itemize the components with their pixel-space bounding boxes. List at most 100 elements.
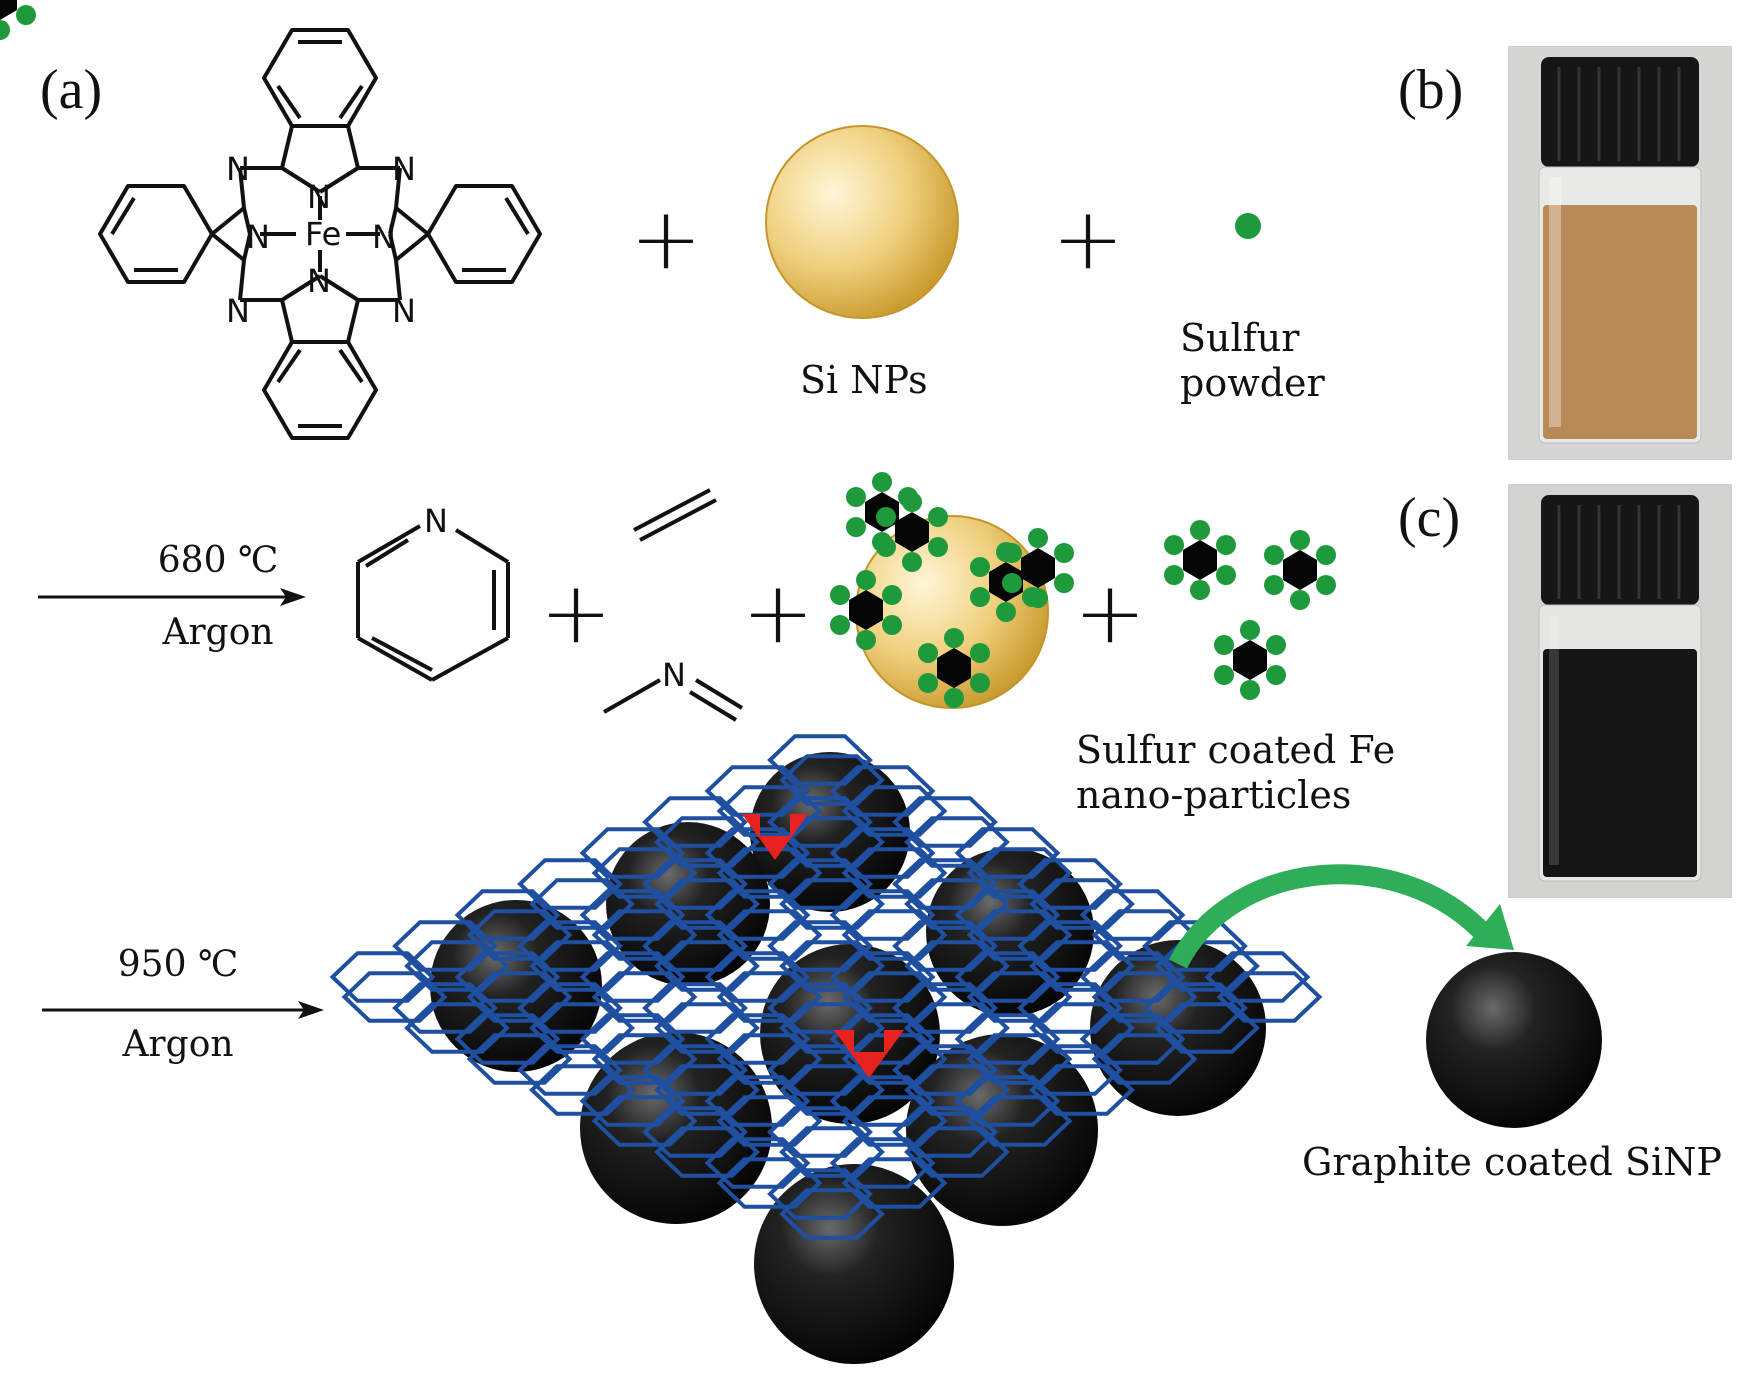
graphene-hexagon xyxy=(517,1044,623,1096)
step1-temperature: 680 ℃ xyxy=(157,540,279,581)
graphene-hexagon xyxy=(517,858,623,910)
graphene-hexagon xyxy=(1142,982,1248,1034)
graphene-hexagon xyxy=(767,858,873,910)
plus-sign: + xyxy=(1074,563,1147,663)
red-arrow-down xyxy=(742,814,808,860)
graphene-hexagon xyxy=(829,1137,936,1189)
graphene-hexagon xyxy=(591,1095,698,1147)
vial-photo-black-suspension xyxy=(1508,484,1732,898)
graphene-hexagon xyxy=(454,889,561,941)
graphene-hexagon xyxy=(1154,940,1260,992)
graphene-hexagon xyxy=(466,971,573,1023)
graphene-hexagon xyxy=(1091,971,1198,1023)
graphene-hexagon xyxy=(966,909,1073,961)
graphene-hexagon xyxy=(716,1095,823,1147)
graphene-hexagon xyxy=(829,951,936,1003)
sulfur-label: Sulfur powder xyxy=(1180,316,1325,405)
graphene-hexagon xyxy=(1154,1002,1260,1054)
graphene-hexagon xyxy=(642,796,748,848)
graphene-hexagon xyxy=(1204,951,1311,1003)
graphene-hexagon xyxy=(954,1075,1061,1127)
n-atom-label: N xyxy=(226,292,250,330)
graphene-hexagon xyxy=(767,796,873,848)
graphene-hexagon xyxy=(904,816,1010,868)
n-atom-label: N xyxy=(424,502,448,540)
graphene-hexagon xyxy=(966,971,1073,1023)
plus-sign: + xyxy=(1052,189,1125,289)
graphene-hexagon xyxy=(591,847,698,899)
graphene-hexagon xyxy=(591,1033,698,1085)
graphene-hexagon xyxy=(466,1033,573,1085)
graphene-hexagon xyxy=(716,971,823,1023)
graphite-coated-sinp-sphere xyxy=(1426,952,1602,1128)
n-atom-label: N xyxy=(392,292,416,330)
vial-photo-brown-suspension xyxy=(1508,46,1732,460)
graphene-hexagon xyxy=(654,1002,760,1054)
step2-gas: Argon xyxy=(122,1024,234,1065)
graphene-hexagon xyxy=(454,1013,561,1065)
graphene-hexagon xyxy=(579,1013,686,1065)
graphene-hexagon xyxy=(392,982,498,1034)
step1-gas: Argon xyxy=(162,612,274,653)
graphene-hexagon xyxy=(704,1137,811,1189)
graphene-hexagon xyxy=(704,1075,811,1127)
graphene-hexagon xyxy=(767,1168,873,1220)
graphene-hexagon xyxy=(1079,889,1186,941)
graphene-hexagon xyxy=(1017,920,1123,972)
graphene-hexagon xyxy=(579,1075,686,1127)
graphene-hexagon xyxy=(642,982,748,1034)
graphene-hexagon xyxy=(829,827,936,879)
graphene-hexagon xyxy=(829,1013,936,1065)
graphene-hexagon xyxy=(466,909,573,961)
graphene-hexagon xyxy=(1079,951,1186,1003)
graphene-hexagon xyxy=(841,971,948,1023)
graphene-hexagon xyxy=(642,920,748,972)
graphene-hexagon xyxy=(529,1002,635,1054)
graphene-hexagon xyxy=(591,909,698,961)
graphene-hexagon xyxy=(904,878,1010,930)
si-nps-label: Si NPs xyxy=(800,358,928,402)
graphene-hexagon xyxy=(1017,1044,1123,1096)
graphene-hexagon xyxy=(579,951,686,1003)
graphene-hexagon xyxy=(954,889,1061,941)
graphene-hexagon xyxy=(841,1033,948,1085)
graphene-hexagon xyxy=(904,1064,1010,1116)
graphene-hexagon xyxy=(704,765,811,817)
plus-sign: + xyxy=(630,189,703,289)
graphene-hexagon xyxy=(529,878,635,930)
graphene-hexagon xyxy=(892,920,998,972)
graphene-hexagon xyxy=(329,951,436,1003)
graphene-hexagon xyxy=(404,940,510,992)
graphene-hexagon xyxy=(654,1064,760,1116)
graphene-hexagon xyxy=(954,1013,1061,1065)
graphene-hexagon xyxy=(966,847,1073,899)
graphene-hexagon xyxy=(642,1044,748,1096)
graphene-hexagon xyxy=(716,785,823,837)
graphene-hexagon xyxy=(779,1064,885,1116)
graphene-hexagon xyxy=(1079,1013,1186,1065)
graphene-hexagon xyxy=(1029,940,1135,992)
graphene-hexagon xyxy=(1017,982,1123,1034)
panel-label-c: (c) xyxy=(1398,487,1461,549)
graphene-hexagon xyxy=(591,971,698,1023)
red-arrow-down xyxy=(834,1030,904,1078)
graphene-hexagon xyxy=(767,1106,873,1158)
graphene-hexagon xyxy=(654,878,760,930)
plus-sign: + xyxy=(742,563,815,663)
graphene-hexagon xyxy=(841,847,948,899)
graphene-hexagon xyxy=(704,827,811,879)
graphene-hexagon xyxy=(716,1157,823,1209)
graphene-hexagon xyxy=(579,827,686,879)
n-atom-label: N xyxy=(307,178,331,216)
graphene-hexagon xyxy=(716,1033,823,1085)
graphene-hexagon xyxy=(642,1106,748,1158)
graphene-hexagon xyxy=(529,940,635,992)
graphene-hexagon xyxy=(779,1126,885,1178)
graphene-hexagon xyxy=(966,1033,1073,1085)
n-atom-label: N xyxy=(246,218,270,256)
graphene-hexagon xyxy=(767,920,873,972)
graphene-hexagon xyxy=(829,1075,936,1127)
graphene-hexagon xyxy=(841,785,948,837)
